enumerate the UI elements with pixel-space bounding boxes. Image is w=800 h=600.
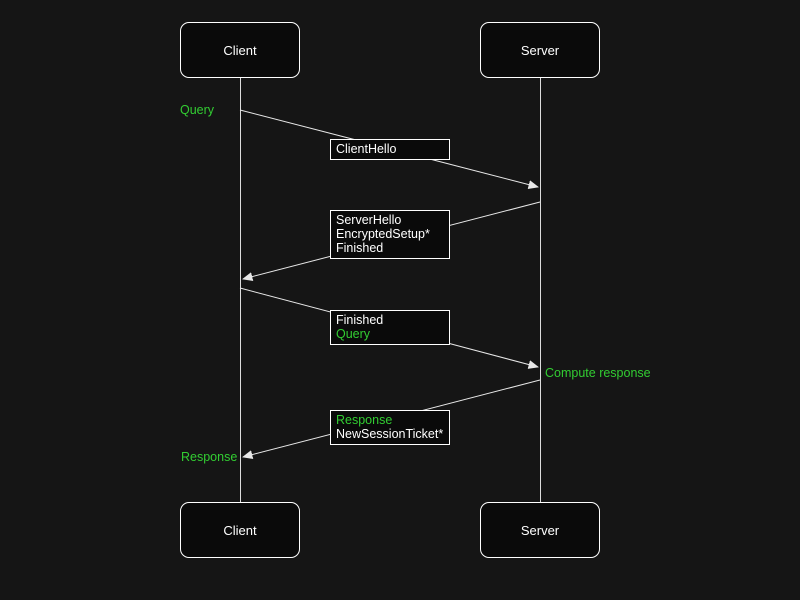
actor-label-server: Server <box>520 42 560 58</box>
actor-label-server: Server <box>520 522 560 538</box>
message-line: Finished <box>336 313 384 327</box>
actor-box-client-top: Client <box>180 22 300 78</box>
actor-box-client-bottom: Client <box>180 502 300 558</box>
actor-box-server-bottom: Server <box>480 502 600 558</box>
message-line: EncryptedSetup* <box>336 227 430 241</box>
message-line: ServerHello <box>336 213 402 227</box>
actor-label-client: Client <box>223 42 257 58</box>
annotation-query: Query <box>180 103 215 117</box>
message-box-clienthello: ClientHello <box>330 139 450 160</box>
message-line: ClientHello <box>336 142 397 156</box>
message-box-finished-query: Finished Query <box>330 310 450 345</box>
message-box-response-ticket: Response NewSessionTicket* <box>330 410 450 445</box>
message-line: Response <box>336 413 393 427</box>
message-box-serverhello: ServerHello EncryptedSetup* Finished <box>330 210 450 259</box>
message-line: NewSessionTicket* <box>336 427 444 441</box>
actor-box-server-top: Server <box>480 22 600 78</box>
message-line: Query <box>336 327 371 341</box>
annotation-response: Response <box>181 450 238 464</box>
message-line: Finished <box>336 241 384 255</box>
actor-label-client: Client <box>223 522 257 538</box>
annotation-compute-response: Compute response <box>545 366 651 380</box>
